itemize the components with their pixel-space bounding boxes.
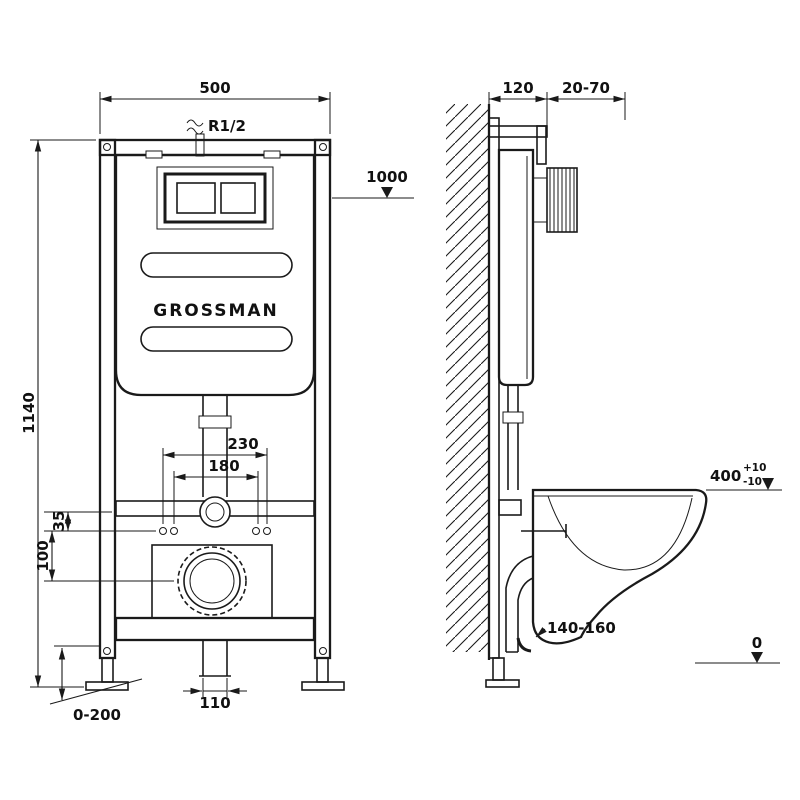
left-leg [101,657,114,683]
dim-offsets-100-35: 35 100 [34,511,174,582]
dim-leg-range-label: 0-200 [73,706,121,724]
inlet-thread-label: R1/2 [208,117,246,135]
dim-fixing-inner-label: 180 [208,457,239,475]
flush-pipe-side [507,385,519,490]
bottom-rail [114,616,316,642]
corner-screw-icon [319,647,327,655]
fixing-hole [263,527,271,535]
dim-fixing-outer-label: 230 [227,435,258,453]
cistern: GROSSMAN [114,150,316,397]
cistern-slot-lower [140,326,293,352]
water-inlet-symbol: R1/2 [186,117,246,157]
left-foot [85,681,129,691]
corner-screw-icon [103,647,111,655]
drain-outlet [151,544,273,619]
toilet-bowl [505,488,708,653]
crossbar [115,496,315,535]
right-leg [316,657,329,683]
level-1000: 1000 [332,168,414,199]
bowl-height-label: 400+10-10 [710,462,766,488]
dim-height-1140: 1140 [20,139,96,688]
fixing-hole [170,527,178,535]
right-foot [301,681,345,691]
dim-width-500: 500 [99,79,331,134]
dim-fixing-230: 230 [162,435,268,524]
frame-outline [85,138,345,691]
dim-drain-110: 110 [183,678,247,712]
dim-fixing-180: 180 [173,457,259,524]
side-view: 120 20-70 [446,79,782,688]
fixing-hole [252,527,260,535]
dim-depth-120: 120 [488,79,548,126]
cistern-slot-upper [140,252,293,278]
brand-logo: GROSSMAN [153,301,279,321]
dim-leg-range: 0-200 [49,645,143,724]
flush-pipe [198,395,232,497]
level-triangle-icon [381,187,393,198]
dim-depth-label: 120 [502,79,533,97]
dim-wall-finish-label: 20-70 [562,79,610,97]
crossbar-side [498,499,522,516]
fixing-hole [159,527,167,535]
corner-screw-icon [319,143,327,151]
front-view: 500 1140 R1/2 [20,79,414,724]
floor-level-label: 0 [752,634,762,652]
flush-plate-side [546,167,578,233]
wall-section [446,104,491,660]
level-400: 400+10-10 [706,462,782,491]
flush-plate [156,166,274,230]
level-flush-plate-label: 1000 [366,168,408,186]
flush-button-small [220,182,256,214]
level-triangle-icon [751,652,763,663]
wall-hatch [446,104,489,652]
foot-side [485,679,520,688]
top-bracket [488,125,548,138]
dim-height-label: 1140 [20,392,38,434]
dim-drain-pipe-label: 110 [199,694,230,712]
corner-screw-icon [103,143,111,151]
bottom-drain-pipe [199,640,231,677]
dim-wall-finish: 20-70 [547,79,626,120]
dim-drain-height-label: 140-160 [547,619,616,637]
flush-button-large [176,182,216,214]
dim-drain-height: 140-160 [535,619,616,638]
fixing-stud [521,524,567,538]
dim-width-label: 500 [199,79,230,97]
drain-trap [505,555,534,653]
dim-offset-100-label: 100 [34,540,52,571]
leg-side [492,657,505,681]
dim-offset-35-label: 35 [50,511,68,532]
frame-side [485,117,578,688]
level-triangle-icon [762,478,774,490]
level-0: 0 [695,634,780,664]
cistern-side [497,148,535,387]
